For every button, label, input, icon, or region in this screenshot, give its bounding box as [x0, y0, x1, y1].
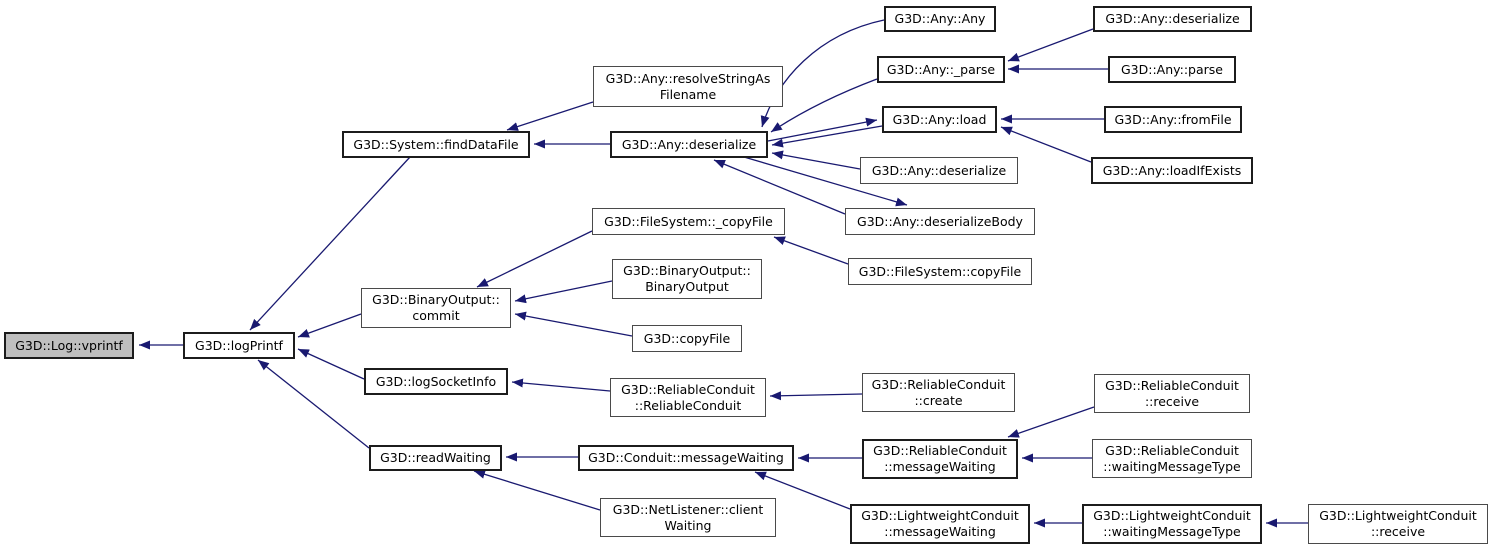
- node-g3d-conduit-messagewaiting[interactable]: G3D::Conduit::messageWaiting: [578, 445, 794, 471]
- edge-copyFile-to-commit: [514, 311, 633, 337]
- node-g3d-lightweightconduit-messagewaiting[interactable]: G3D::LightweightConduit ::messageWaiting: [850, 504, 1030, 544]
- node-g3d-any-deserialize-topright[interactable]: G3D::Any::deserialize: [1093, 6, 1252, 32]
- edge-lwMW-to-conduitMW: [754, 471, 851, 510]
- node-g3d-system-finddatafile[interactable]: G3D::System::findDataFile: [342, 131, 530, 158]
- node-g3d-reliableconduit-waitingmessagetype[interactable]: G3D::ReliableConduit ::waitingMessageTyp…: [1092, 439, 1252, 478]
- node-g3d-any-parse[interactable]: G3D::Any::parse: [1108, 56, 1236, 83]
- node-g3d-any-any[interactable]: G3D::Any::Any: [884, 6, 996, 32]
- edge-logSocketInfo-to-logPrintf: [297, 348, 365, 380]
- node-g3d-lightweightconduit-receive[interactable]: G3D::LightweightConduit ::receive: [1308, 504, 1488, 544]
- node-g3d-any-deserialize-center[interactable]: G3D::Any::deserialize: [610, 131, 768, 158]
- node-g3d-reliableconduit-receive[interactable]: G3D::ReliableConduit ::receive: [1094, 374, 1250, 413]
- node-g3d-logsocketinfo[interactable]: G3D::logSocketInfo: [364, 368, 508, 395]
- node-g3d-any-loadifexists[interactable]: G3D::Any::loadIfExists: [1091, 157, 1253, 184]
- edge-fsCopyFile-to-fsCopyFileU: [773, 236, 849, 265]
- node-g3d-any-deserializebody[interactable]: G3D::Any::deserializeBody: [845, 208, 1035, 235]
- edge-fsCopyFileU-to-commit: [476, 230, 593, 288]
- node-g3d-binaryoutput-binaryoutput[interactable]: G3D::BinaryOutput:: BinaryOutput: [612, 259, 762, 299]
- node-g3d-filesystem-copyfile[interactable]: G3D::FileSystem::copyFile: [848, 258, 1032, 285]
- edge-rcRc-to-logSocketInfo: [511, 378, 611, 392]
- node-g3d-copyfile[interactable]: G3D::copyFile: [632, 325, 742, 352]
- node-g3d-binaryoutput-commit[interactable]: G3D::BinaryOutput:: commit: [361, 288, 511, 328]
- edge-rcCreate-to-rcRc: [769, 391, 863, 401]
- edge-anyParseU-to-deserialize: [770, 78, 878, 133]
- edge-anyDeserializeMid-to-deserialize: [771, 150, 861, 170]
- edge-anyAny-to-deserialize: [760, 19, 885, 128]
- node-g3d-any-resolvestringasfilename[interactable]: G3D::Any::resolveStringAs Filename: [593, 66, 783, 107]
- edge-commit-to-logPrintf: [297, 313, 362, 338]
- node-g3d-lightweightconduit-waitingmessagetype[interactable]: G3D::LightweightConduit ::waitingMessage…: [1082, 504, 1262, 544]
- node-g3d-any-load[interactable]: G3D::Any::load: [882, 106, 997, 133]
- edge-anyLoad-to-deserialize: [771, 125, 883, 148]
- node-g3d-any-underscore-parse[interactable]: G3D::Any::_parse: [877, 56, 1005, 83]
- node-g3d-reliableconduit-reliableconduit[interactable]: G3D::ReliableConduit ::ReliableConduit: [610, 378, 766, 417]
- edge-resolveSAF-to-findDataFile: [506, 101, 594, 131]
- edge-binaryOutput-to-commit: [514, 280, 613, 304]
- edge-anyDeserializeTR-to-anyParseU: [1007, 28, 1094, 62]
- edge-deserialize-to-anyDeserializeBody: [743, 156, 908, 207]
- node-g3d-logprintf[interactable]: G3D::logPrintf: [183, 332, 295, 359]
- edge-nlClientWaiting-to-readWaiting: [473, 469, 601, 511]
- node-g3d-reliableconduit-messagewaiting[interactable]: G3D::ReliableConduit ::messageWaiting: [862, 439, 1018, 479]
- edge-findDataFile-to-logPrintf: [249, 156, 411, 331]
- node-g3d-reliableconduit-create[interactable]: G3D::ReliableConduit ::create: [862, 373, 1015, 412]
- node-g3d-any-fromfile[interactable]: G3D::Any::fromFile: [1104, 106, 1242, 133]
- node-g3d-log-vprintf: G3D::Log::vprintf: [4, 332, 134, 359]
- node-g3d-filesystem-underscore-copyfile[interactable]: G3D::FileSystem::_copyFile: [592, 208, 785, 235]
- edge-readWaiting-to-logPrintf: [257, 359, 370, 449]
- edge-anyDeserializeBody-to-deserialize: [713, 159, 846, 215]
- edge-deserialize-to-anyLoad: [767, 117, 878, 142]
- node-g3d-readwaiting[interactable]: G3D::readWaiting: [369, 445, 502, 471]
- node-g3d-netlistener-clientwaiting[interactable]: G3D::NetListener::client Waiting: [600, 498, 776, 537]
- node-g3d-any-deserialize-mid[interactable]: G3D::Any::deserialize: [860, 157, 1018, 184]
- edge-anyLoadIfExists-to-anyLoad: [1000, 126, 1092, 163]
- edge-rcReceive-to-rcMW: [1007, 406, 1095, 438]
